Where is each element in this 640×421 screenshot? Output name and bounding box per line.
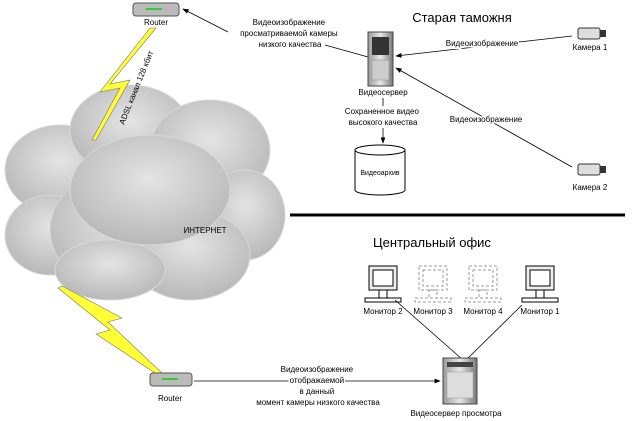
internet-label: ИНТЕРНЕТ xyxy=(183,226,226,235)
monitor-label: Монитор 3 xyxy=(413,307,453,316)
monitor-1 xyxy=(364,265,402,303)
monitor-label: Монитор 2 xyxy=(363,307,403,316)
camera-2-icon xyxy=(577,163,606,176)
saved-video-line: Сохраненное видео xyxy=(345,107,420,116)
monitor-4 xyxy=(521,265,559,303)
top-note-line: Видеоизображение xyxy=(253,18,326,27)
svg-text:Сохраненное видео высокого: Сохраненное видео высокого качества xyxy=(345,107,421,127)
camera-1-icon xyxy=(577,27,606,40)
svg-text:Видеоизображение просматри: Видеоизображение просматриваемой камеры … xyxy=(240,18,340,49)
router-bottom xyxy=(149,372,193,387)
camera2-link-label: Видеоизображение xyxy=(450,115,523,124)
bottom-note-line: отображаемой xyxy=(290,376,344,385)
monitor-3 xyxy=(464,265,502,303)
camera1-link-label: Видеоизображение xyxy=(446,39,519,48)
bottom-note-line: Видеоизображение xyxy=(281,365,354,374)
monitor-label: Монитор 4 xyxy=(463,307,503,316)
video-server-label: Видеосервер xyxy=(358,88,408,97)
router-top xyxy=(132,2,180,17)
monitor-2 xyxy=(414,265,452,303)
svg-text:Видеоизображение отображае: Видеоизображение отображаемой в данный м… xyxy=(256,365,380,407)
view-server-label: Видеосервер просмотра xyxy=(410,409,502,418)
top-note-line: просматриваемой камеры xyxy=(240,29,338,38)
old-customs-title: Старая таможня xyxy=(412,10,512,25)
central-office-title: Центральный офис xyxy=(373,235,491,250)
view-server xyxy=(442,357,478,405)
camera-2-label: Камера 2 xyxy=(573,183,608,192)
internet-cloud xyxy=(4,84,286,301)
bottom-note-line: в данный xyxy=(300,387,335,396)
router-bottom-label: Router xyxy=(158,394,182,403)
monitor-label: Монитор 1 xyxy=(520,307,560,316)
video-archive-label: Видеоархив xyxy=(360,170,400,177)
bottom-note-line: момент камеры низкого качества xyxy=(256,398,380,407)
adsl-lightning-top xyxy=(91,27,157,141)
video-server xyxy=(367,31,394,87)
saved-video-line: высокого качества xyxy=(349,118,418,127)
camera-1-label: Камера 1 xyxy=(573,43,608,52)
video-archive-cylinder xyxy=(354,144,406,196)
router-top-label: Router xyxy=(144,18,168,27)
top-note-line: низкого качества xyxy=(259,40,322,49)
